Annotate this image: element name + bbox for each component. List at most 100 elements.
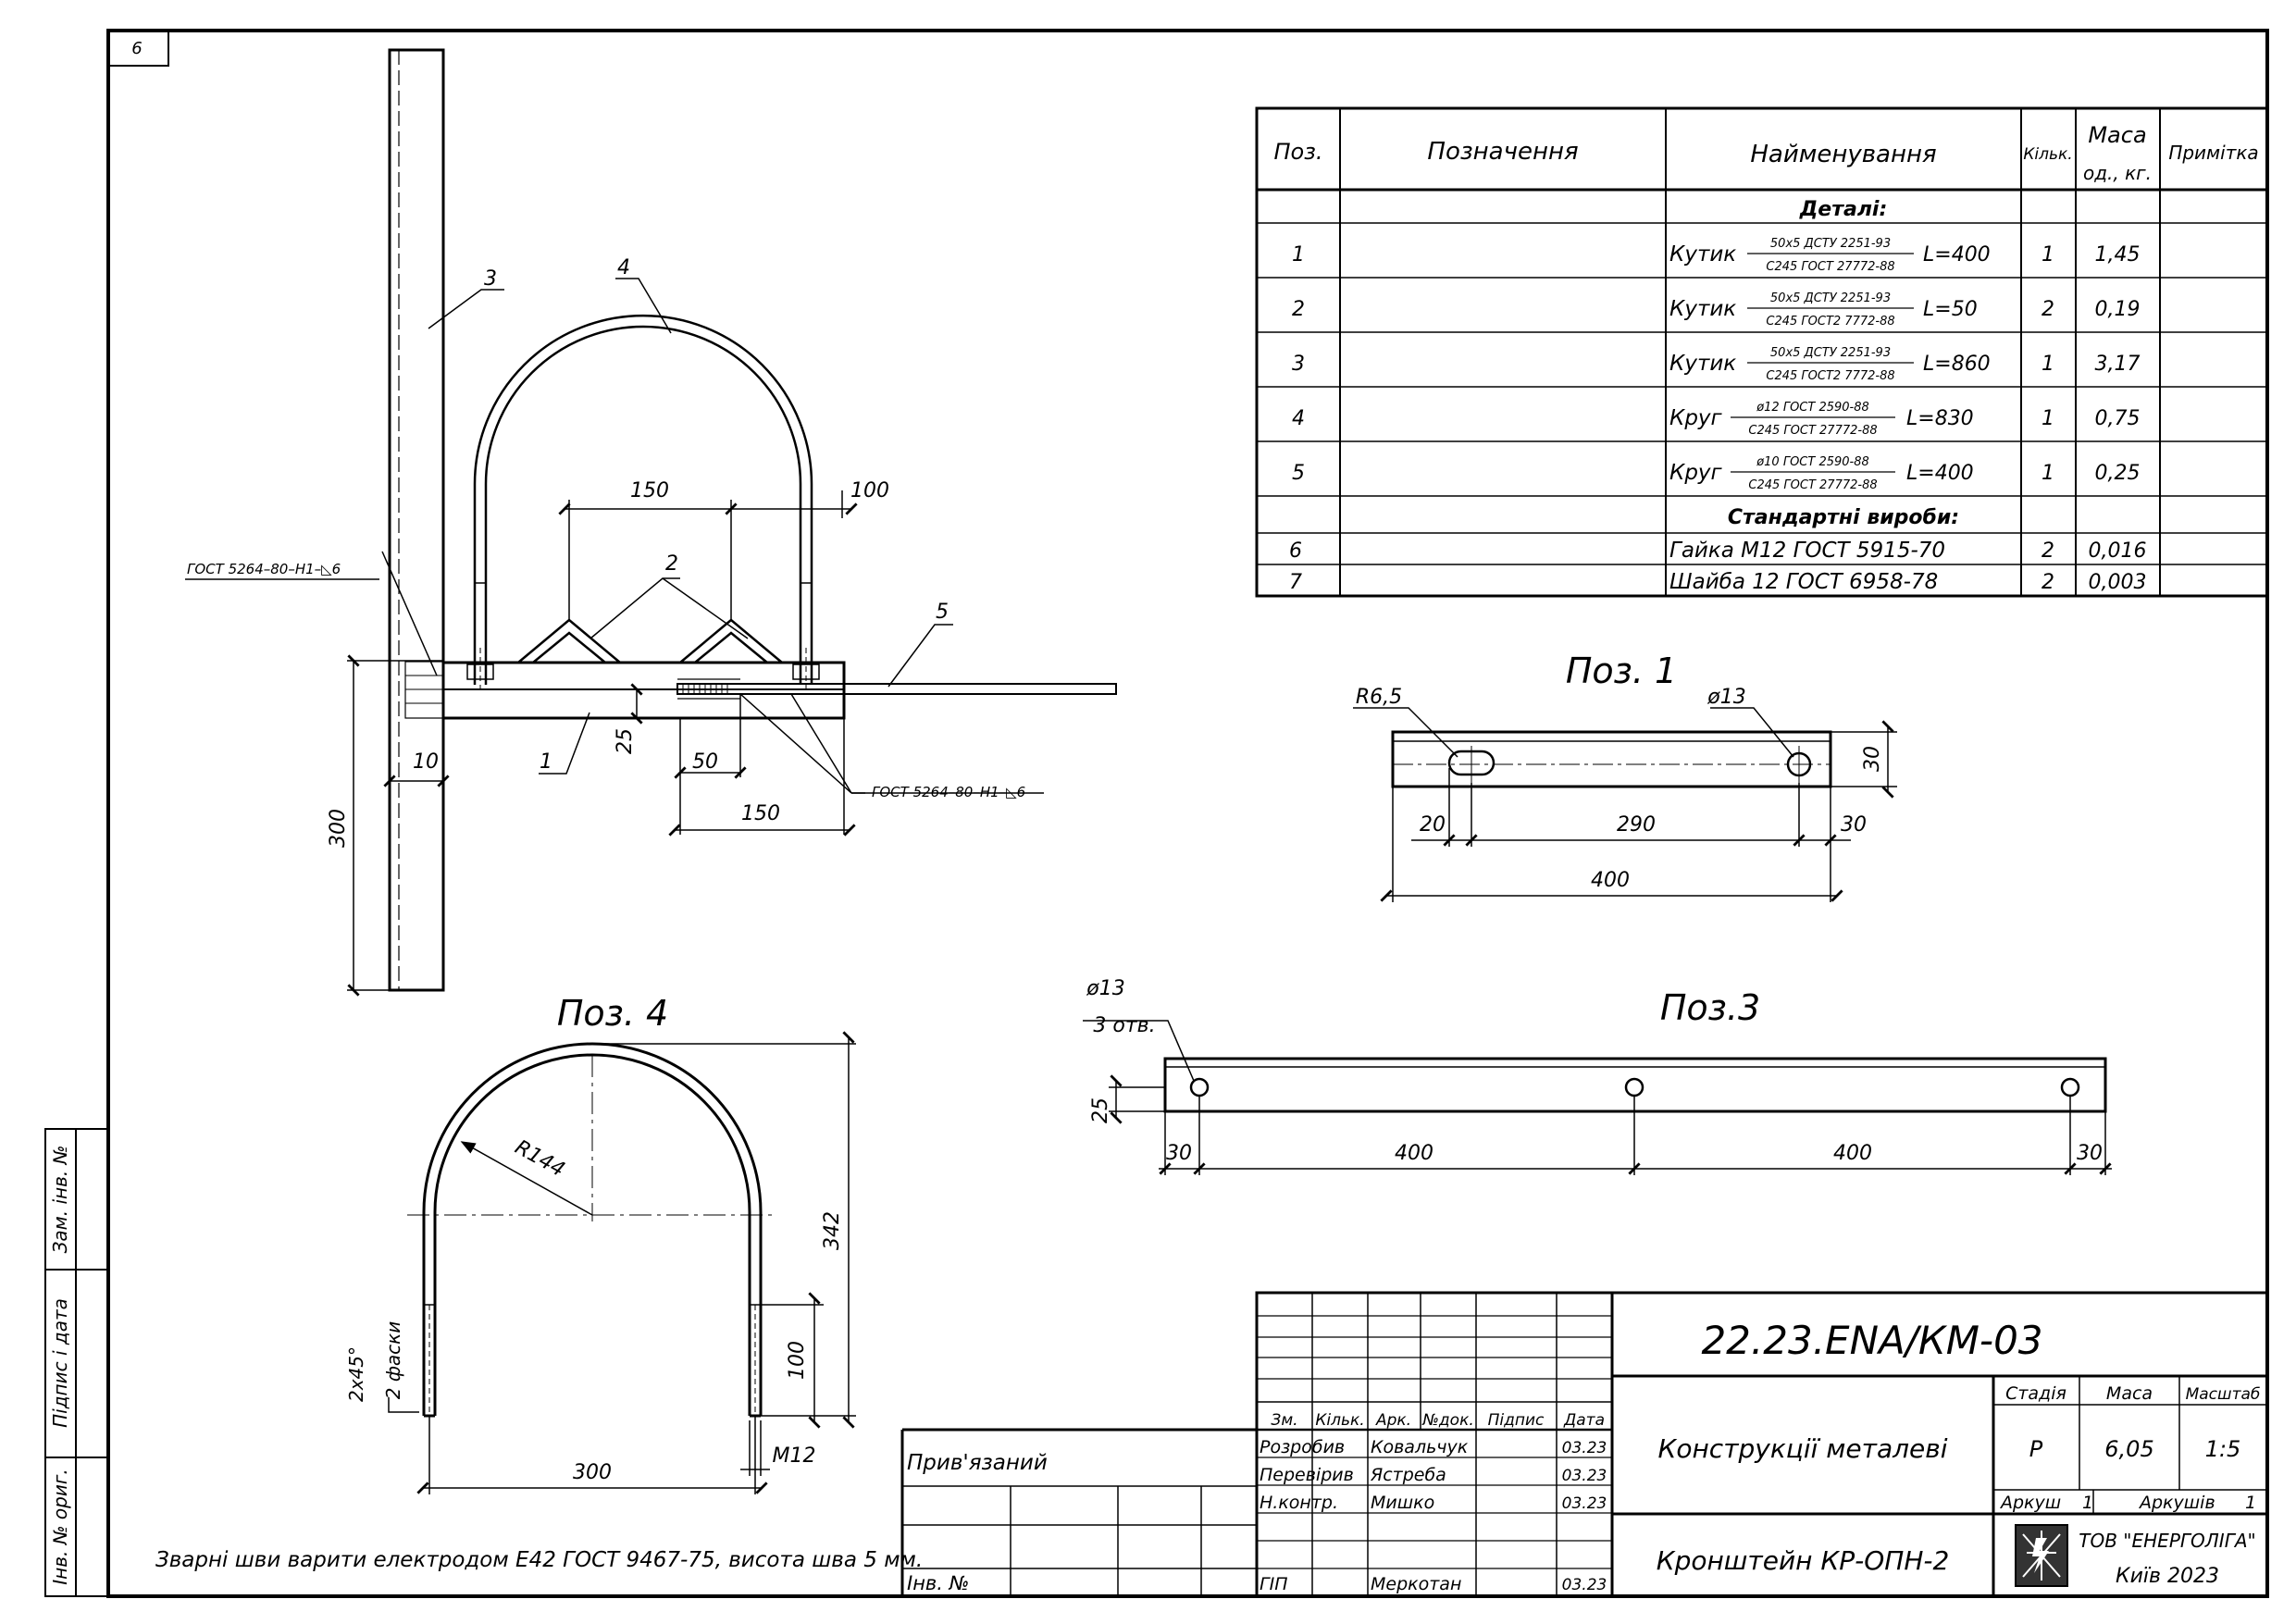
spec-row-name: Шайба 12 ГОСТ 6958-78 xyxy=(1669,570,1938,594)
pos1-dimensions xyxy=(1353,707,1897,902)
pos3-title: Поз.3 xyxy=(1660,987,1760,1028)
assembly-dimensions xyxy=(347,490,858,997)
pos3-part xyxy=(1163,1057,2107,1113)
spec-table xyxy=(1255,106,2269,598)
spec-row-pos: 3 xyxy=(1292,353,1305,376)
company-city-year: Київ 2023 xyxy=(2116,1565,2219,1588)
spec-row: 5 Круг ø10 ГОСТ 2590-88 С245 ГОСТ 27772-… xyxy=(1292,455,2140,492)
pos-label-2: 2 xyxy=(665,552,678,576)
spec-row-frac-bottom: С245 ГОСТ 27772-88 xyxy=(1748,478,1877,492)
spec-row-frac-top: ø12 ГОСТ 2590-88 xyxy=(1756,401,1869,415)
spec-row-name: Круг xyxy=(1669,461,1723,485)
pos3-hole: ø13 xyxy=(1086,977,1124,1000)
spec-row-frac-top: 50х5 ДСТУ 2251-93 xyxy=(1770,291,1891,305)
weld-note: Зварні шви варити електродом Е42 ГОСТ 94… xyxy=(155,1548,923,1572)
person-name: Ковальчук xyxy=(1371,1437,1469,1457)
spec-row-name: Кутик xyxy=(1669,242,1736,267)
person-name: Меркотан xyxy=(1371,1574,1461,1594)
linked-block xyxy=(900,1428,1257,1596)
pos4-view: Поз. 4 R144 342 100 300 М12 2х45° 2 фаск… xyxy=(345,993,856,1494)
spec-row-length: L=50 xyxy=(1923,298,1978,321)
title-person-row: Н.контр. Мишко 03.23 xyxy=(1260,1493,1607,1513)
stage-value: Р xyxy=(2029,1436,2043,1462)
pos3-dim-30-r: 30 xyxy=(2077,1142,2103,1165)
spec-row: 2 Кутик 50х5 ДСТУ 2251-93 С245 ГОСТ2 777… xyxy=(1292,291,2140,329)
spec-row-length: L=400 xyxy=(1923,243,1991,267)
company-name: ТОВ "ЕНЕРГОЛІГА" xyxy=(2079,1530,2255,1552)
pos4-chamfer-note: 2 фаски xyxy=(382,1321,404,1400)
pos3-dim-30-l: 30 xyxy=(1166,1142,1192,1165)
spec-row-pos: 1 xyxy=(1292,243,1305,267)
pos1-hole: ø13 xyxy=(1706,686,1745,709)
scale-value: 1:5 xyxy=(2205,1436,2241,1462)
pos1-title: Поз. 1 xyxy=(1566,651,1677,691)
pos-label-5: 5 xyxy=(936,601,949,624)
title-item: Кронштейн КР-ОПН-2 xyxy=(1657,1545,1950,1576)
spec-row-pos: 2 xyxy=(1292,298,1305,321)
person-role: Розробив xyxy=(1260,1437,1345,1457)
pos1-dim-30-h: 30 xyxy=(1861,746,1884,772)
spec-row: 7 Шайба 12 ГОСТ 6958-78 2 0,003 xyxy=(1289,570,2146,594)
dim-150-top: 150 xyxy=(630,479,669,502)
person-role: Н.контр. xyxy=(1260,1493,1338,1513)
person-date: 03.23 xyxy=(1562,1439,1607,1457)
mass-label: Маса xyxy=(2106,1383,2153,1404)
person-name: Мишко xyxy=(1371,1493,1434,1513)
pos1-dim-20: 20 xyxy=(1420,813,1446,837)
spec-row-pos: 6 xyxy=(1289,539,1302,563)
pos4-part xyxy=(407,1042,777,1418)
title-block xyxy=(1255,1291,2269,1598)
spec-row-frac-bottom: С245 ГОСТ 27772-88 xyxy=(1766,260,1894,274)
side-stamp-zam: Зам. інв. № xyxy=(49,1146,71,1254)
dim-50: 50 xyxy=(692,750,718,774)
spec-header-qty: Кільк. xyxy=(2023,145,2072,164)
u-bolt-pos4 xyxy=(466,314,820,694)
title-header-kilk: Кільк. xyxy=(1315,1411,1364,1430)
pos-label-1: 1 xyxy=(540,750,552,774)
pos4-title: Поз. 4 xyxy=(557,993,668,1034)
side-stamp xyxy=(44,1128,109,1597)
spec-row-name: Кутик xyxy=(1669,297,1736,321)
spec-row-pos: 5 xyxy=(1292,462,1305,485)
spec-row-frac-top: 50х5 ДСТУ 2251-93 xyxy=(1770,237,1891,251)
pos4-dim-300: 300 xyxy=(573,1461,612,1484)
linked-inv: Інв. № xyxy=(907,1572,970,1594)
title-header-pidpys: Підпис xyxy=(1488,1411,1545,1430)
spec-row-qty: 2 xyxy=(2042,539,2054,563)
spec-row-frac-top: 50х5 ДСТУ 2251-93 xyxy=(1770,346,1891,360)
sheets-value: 1 xyxy=(2245,1493,2256,1513)
spec-row-qty: 2 xyxy=(2042,298,2054,321)
person-date: 03.23 xyxy=(1562,1494,1607,1513)
spec-row-mass: 1,45 xyxy=(2095,243,2141,267)
dim-25: 25 xyxy=(614,728,637,754)
spec-row-qty: 1 xyxy=(2042,243,2054,267)
sheets-label: Аркушів xyxy=(2138,1493,2215,1513)
pos3-holes-count: 3 отв. xyxy=(1093,1014,1155,1037)
weld-note-left: ГОСТ 5264–80–Н1–◺6 xyxy=(187,561,341,577)
mass-value: 6,05 xyxy=(2104,1436,2153,1462)
sheet-label: Аркуш xyxy=(1999,1493,2061,1513)
pos-label-3: 3 xyxy=(484,267,497,291)
spec-header-mass-1: Маса xyxy=(2088,122,2146,148)
pos1-dim-400: 400 xyxy=(1591,869,1630,892)
person-role: Перевірив xyxy=(1260,1465,1354,1485)
spec-row-frac-bottom: С245 ГОСТ2 7772-88 xyxy=(1766,369,1894,383)
spec-row: 6 Гайка М12 ГОСТ 5915-70 2 0,016 xyxy=(1289,539,2146,563)
spec-row: 4 Круг ø12 ГОСТ 2590-88 С245 ГОСТ 27772-… xyxy=(1292,401,2140,438)
pos4-thread: М12 xyxy=(773,1444,816,1468)
spec-header-mass-2: од., кг. xyxy=(2083,162,2152,184)
spec-header-designation: Позначення xyxy=(1427,138,1578,166)
spec-row-frac-bottom: С245 ГОСТ2 7772-88 xyxy=(1766,315,1894,329)
title-code: 22.23.ENA/КМ-03 xyxy=(1701,1318,2042,1363)
spec-row-pos: 7 xyxy=(1289,571,1302,594)
side-stamp-signature: Підпис і дата xyxy=(49,1298,71,1428)
pos1-dim-30-r: 30 xyxy=(1841,813,1867,837)
person-role: ГІП xyxy=(1260,1574,1287,1594)
company-logo xyxy=(2015,1524,2068,1587)
gussets-pos2 xyxy=(517,618,783,663)
pos3-dim-400-b: 400 xyxy=(1833,1142,1872,1165)
spec-row-name: Кутик xyxy=(1669,352,1736,376)
assembly-view: 3 4 2 5 1 ГОСТ 5264–80–Н1–◺6 ГОСТ 5264–8… xyxy=(185,48,1117,997)
title-person-row: ГІП Меркотан 03.23 xyxy=(1260,1574,1607,1594)
